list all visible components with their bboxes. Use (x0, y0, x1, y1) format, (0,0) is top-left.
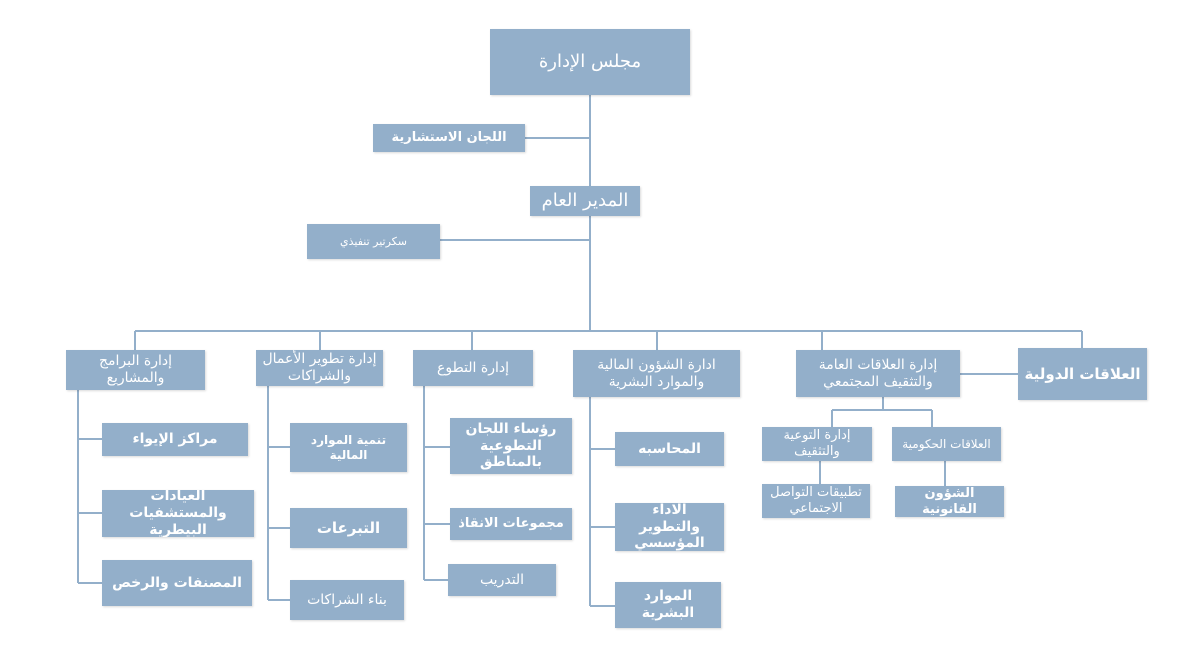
awareness-education-box: إدارة التوعية والتثقيف (762, 427, 872, 461)
finance-hr-department-box: ادارة الشؤون المالية والموارد البشرية (573, 350, 740, 397)
international-relations-box: العلاقات الدولية (1018, 348, 1147, 400)
training-box: التدريب (448, 564, 556, 596)
general-manager-box: المدير العام (530, 186, 640, 216)
social-media-apps-box: تطبيقات التواصل الاجتماعي (762, 484, 870, 518)
business-development-department-box: إدارة تطوير الأعمال والشراكات (256, 350, 383, 386)
board-of-directors-box: مجلس الإدارة (490, 29, 690, 95)
government-relations-box: العلاقات الحكومية (892, 427, 1001, 461)
public-relations-department-box: إدارة العلاقات العامة والتثقيف المجتمعي (796, 350, 960, 397)
programs-projects-department-box: إدارة البرامج والمشاريع (66, 350, 205, 390)
veterinary-clinics-box: العيادات والمستشفيات البيطرية (102, 490, 254, 537)
rescue-groups-box: مجموعات الانقاذ (450, 508, 572, 540)
advisory-committees-box: اللجان الاستشارية (373, 124, 525, 152)
financial-resources-box: تنمية الموارد المالية (290, 423, 407, 472)
executive-secretary-box: سكرتير تنفيذي (307, 224, 440, 259)
accounting-box: المحاسبه (615, 432, 724, 466)
institutional-performance-box: الاداء والتطوير المؤسسي (615, 503, 724, 551)
shelter-centers-box: مراكز الإيواء (102, 423, 248, 456)
donations-box: التبرعات (290, 508, 407, 548)
categories-licenses-box: المصنفات والرخص (102, 560, 252, 606)
partnerships-box: بناء الشراكات (290, 580, 404, 620)
volunteer-committee-heads-box: رؤساء اللجان التطوعية بالمناطق (450, 418, 572, 474)
volunteering-department-box: إدارة التطوع (413, 350, 533, 386)
legal-affairs-box: الشؤون القانونية (895, 486, 1004, 517)
human-resources-box: الموارد البشرية (615, 582, 721, 628)
